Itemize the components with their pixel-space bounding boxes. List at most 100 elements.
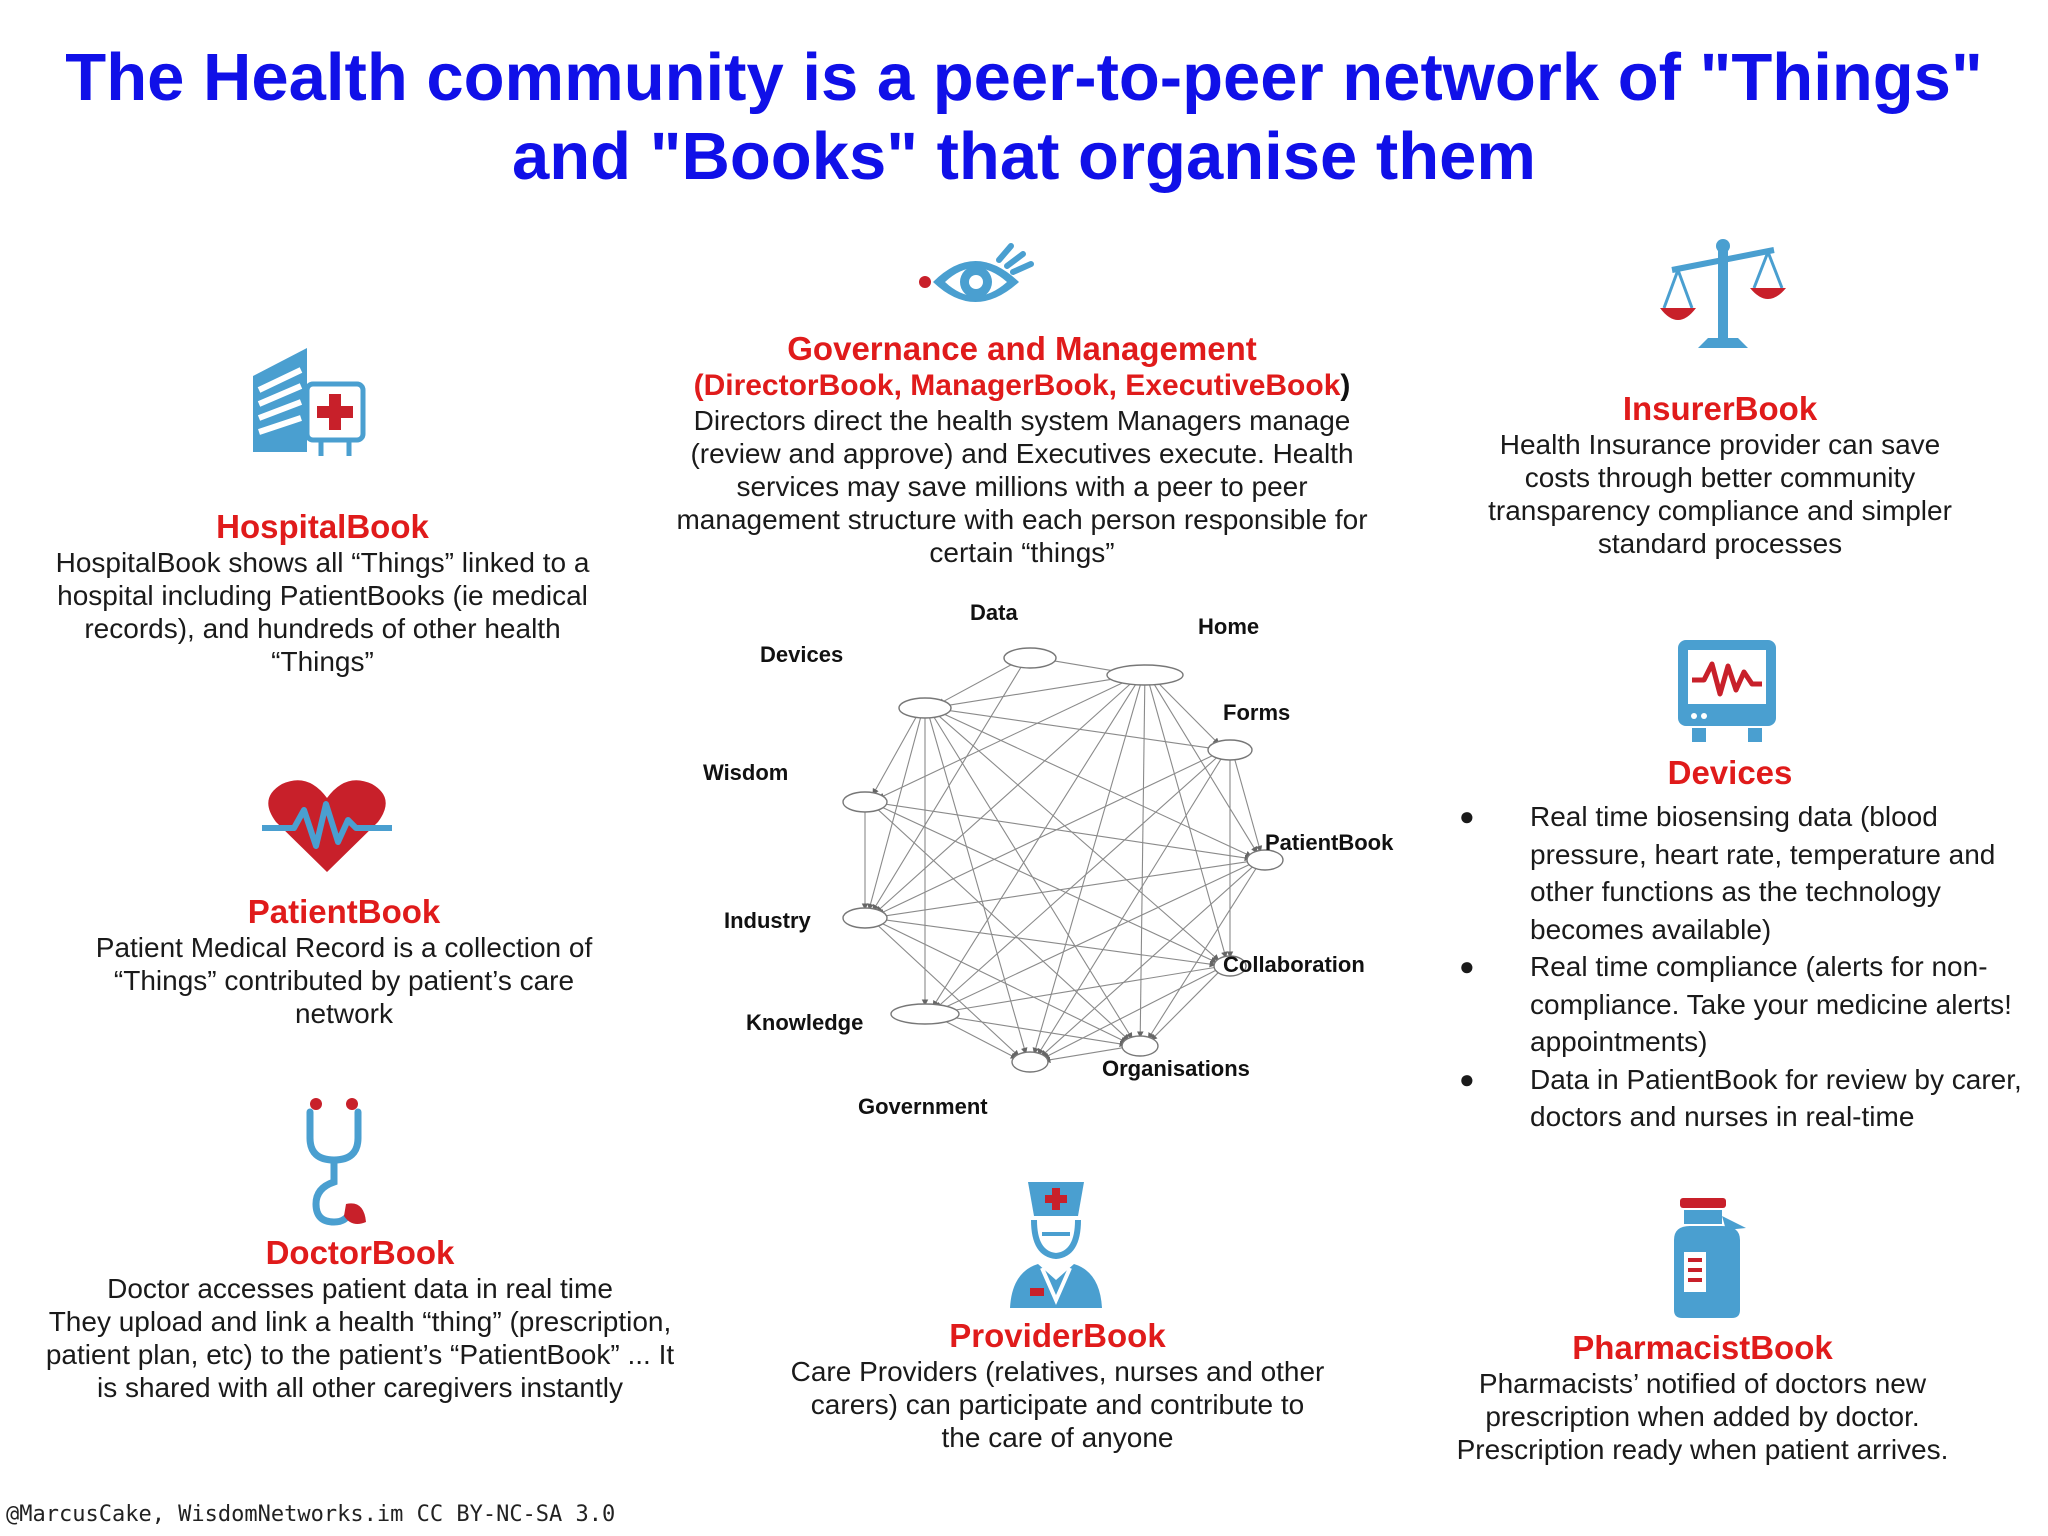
hospital-line: records), and hundreds of other health (84, 613, 561, 644)
patient-line: network (294, 998, 394, 1029)
bullet-line: Real time biosensing data (blood (1530, 801, 1938, 832)
network-label-organisations: Organisations (1102, 1056, 1250, 1081)
network-edge (878, 802, 1252, 862)
hospital-line: “Things” (271, 646, 374, 677)
governance-line: (review and approve) and Executives exec… (690, 438, 1354, 469)
medicine-bottle-icon (1674, 1198, 1746, 1318)
governance-section: Governance and Management (DirectorBook,… (640, 330, 1404, 569)
network-node-devices (898, 697, 952, 719)
devices-section: Devices (1580, 754, 1880, 792)
network-node-organisations (1121, 1035, 1159, 1057)
network-label-industry: Industry (724, 908, 812, 933)
network-edge (1040, 864, 1255, 1058)
provider-heading: ProviderBook (949, 1317, 1166, 1354)
devices-bullet: ● Real time compliance (alerts for non- … (1455, 948, 2045, 1061)
governance-line: certain “things” (929, 537, 1115, 568)
devices-heading: Devices (1667, 754, 1793, 791)
bullet-dot: ● (1459, 801, 1475, 831)
network-edge (937, 660, 1018, 706)
network-edge (938, 1014, 1127, 1048)
insurer-section: InsurerBook Health Insurance provider ca… (1400, 390, 2040, 560)
network-node-government (1011, 1051, 1049, 1073)
patient-heading: PatientBook (247, 893, 441, 930)
hospital-section: HospitalBook HospitalBook shows all “Thi… (40, 508, 605, 678)
pharmacist-section: PharmacistBook Pharmacists’ notified of … (1390, 1329, 2015, 1466)
network-edge (1148, 682, 1228, 959)
network-edge (877, 752, 1218, 916)
network-edge (932, 681, 1138, 1008)
bullet-line: appointments) (1530, 1026, 1708, 1057)
network-edge (872, 714, 918, 796)
patient-section: PatientBook Patient Medical Record is a … (50, 893, 638, 1030)
governance-line: services may save millions with a peer t… (736, 471, 1308, 502)
network-edge (938, 708, 1217, 752)
pharmacist-line: Prescription ready when patient arrives. (1456, 1434, 1949, 1465)
network-label-government: Government (858, 1094, 988, 1119)
governance-subheading: (DirectorBook, ManagerBook, ExecutiveBoo… (640, 368, 1404, 404)
heart-pulse-icon (262, 780, 392, 872)
pharmacist-line: prescription when added by doctor. (1485, 1401, 1920, 1432)
network-edge (875, 679, 1135, 914)
network-edge (1043, 1046, 1127, 1064)
network-edge (877, 804, 1218, 964)
patient-line: Patient Medical Record is a collection o… (95, 932, 593, 963)
nurse-icon (1010, 1182, 1102, 1308)
network-node-wisdom (842, 791, 888, 813)
network-edge (878, 918, 1217, 968)
network-label-home: Home (1198, 614, 1259, 639)
network-edge (1155, 679, 1220, 746)
devices-bullet: ● Data in PatientBook for review by care… (1455, 1061, 2045, 1136)
governance-heading: Governance and Management (787, 330, 1257, 367)
network-edge (938, 966, 1217, 1015)
network-edge (937, 1016, 1018, 1060)
network-node-data (1003, 647, 1057, 669)
network-edge (877, 920, 1128, 1044)
devices-bullet: ● Real time biosensing data (blood press… (1455, 798, 2045, 948)
insurer-line: Health Insurance provider can save (1499, 429, 1941, 460)
pharmacist-body: Pharmacists’ notified of doctors new pre… (1390, 1367, 2015, 1466)
hospital-heading: HospitalBook (216, 508, 429, 545)
doctor-line: is shared with all other caregivers inst… (96, 1372, 623, 1403)
bullet-line: pressure, heart rate, temperature and (1530, 838, 1996, 870)
bullet-dot: ● (1459, 1063, 1475, 1094)
doctor-heading: DoctorBook (265, 1234, 455, 1271)
bullet-line: other functions as the technology (1530, 876, 1941, 907)
network-edge (1147, 866, 1258, 1040)
network-label-data: Data (970, 600, 1018, 625)
bullet-line: Real time compliance (alerts for non- (1530, 951, 1988, 982)
hospital-line: hospital including PatientBooks (ie medi… (57, 580, 588, 611)
network-edge (875, 922, 1020, 1058)
scales-icon (1660, 239, 1786, 348)
stethoscope-icon (306, 1098, 366, 1226)
governance-line: management structure with each person re… (676, 504, 1368, 535)
bullet-line: becomes available) (1530, 913, 1772, 945)
network-nodes (842, 647, 1284, 1073)
network-labels: DataHomeDevicesFormsWisdomPatientBookInd… (703, 600, 1394, 1119)
network-node-forms (1207, 739, 1253, 761)
hospital-icon (253, 348, 366, 456)
network-node-industry (842, 907, 888, 929)
network-edge (937, 862, 1253, 1012)
hospital-body: HospitalBook shows all “Things” linked t… (40, 546, 605, 678)
bullet-line: Data in PatientBook for review by carer, (1530, 1063, 2022, 1095)
insurer-line: costs through better community (1524, 462, 1916, 493)
eye-icon (919, 243, 1034, 302)
doctor-line: Doctor accesses patient data in real tim… (107, 1273, 613, 1304)
network-edge (935, 754, 1220, 1010)
network-edge (1150, 970, 1220, 1042)
network-diagram: DataHomeDevicesFormsWisdomPatientBookInd… (703, 600, 1394, 1119)
patient-body: Patient Medical Record is a collection o… (50, 931, 638, 1030)
network-label-collaboration: Collaboration (1223, 952, 1365, 977)
network-edge (1037, 756, 1223, 1056)
provider-section: ProviderBook Care Providers (relatives, … (740, 1317, 1375, 1454)
devices-bullet-list: ● Real time biosensing data (blood press… (1455, 798, 2045, 1136)
network-node-knowledge (890, 1003, 960, 1025)
network-edge (935, 712, 1220, 962)
network-label-wisdom: Wisdom (703, 760, 788, 785)
network-edge (928, 715, 1028, 1055)
title-line-2: and "Books" that organise them (511, 119, 1536, 194)
footer-credit: @MarcusCake, WisdomNetworks.im CC BY-NC-… (6, 1502, 616, 1527)
network-edge (937, 710, 1253, 858)
governance-line: Directors direct the health system Manag… (693, 405, 1351, 436)
doctor-body: Doctor accesses patient data in real tim… (40, 1272, 680, 1404)
